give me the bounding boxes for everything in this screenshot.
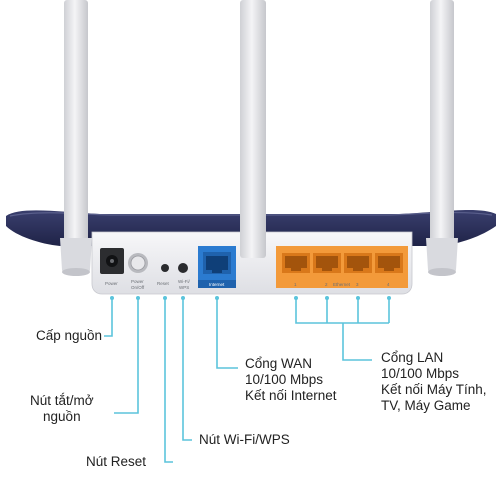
antenna-right	[426, 0, 458, 276]
label-lan-4: 4	[387, 282, 390, 287]
lan-port-2	[313, 253, 341, 273]
leader-wan	[215, 296, 238, 369]
lan-port-1	[282, 253, 310, 273]
power-switch	[128, 253, 148, 273]
callout-wps: Nút Wi-Fi/WPS	[199, 432, 290, 447]
wps-button	[178, 263, 188, 273]
label-reset: Reset	[157, 281, 170, 286]
lan-ports	[276, 246, 408, 288]
reset-button	[161, 264, 169, 272]
lan-port-4	[375, 253, 403, 273]
label-lan-2: 2	[325, 282, 328, 287]
antenna-left	[60, 0, 92, 276]
antenna-middle	[240, 0, 266, 258]
label-power: Power	[105, 281, 118, 286]
callout-power: Cấp nguồn	[36, 328, 103, 343]
power-jack	[100, 248, 124, 274]
label-lan-3: 3	[356, 282, 359, 287]
leader-lan	[294, 296, 391, 361]
callout-wan: Cổng WAN 10/100 Mbps Kết nối Internet	[245, 356, 337, 403]
lan-port-3	[344, 253, 372, 273]
label-power-onoff-1: Power	[131, 279, 144, 284]
leader-reset	[163, 296, 173, 463]
label-lan-1: 1	[294, 282, 297, 287]
label-internet: Internet	[209, 282, 225, 287]
label-power-onoff-2: On/Off	[131, 285, 145, 290]
label-wifi-wps-1: Wi-Fi/	[178, 279, 190, 284]
leader-power	[104, 296, 114, 337]
label-ethernet: Ethernet	[333, 282, 351, 287]
internet-port	[198, 246, 236, 288]
leader-power-switch	[114, 296, 140, 414]
leader-wps	[181, 296, 192, 441]
callout-reset: Nút Reset	[86, 454, 147, 469]
callout-power-switch: Nút tắt/mở nguồn	[30, 393, 94, 424]
label-wifi-wps-2: WPS	[179, 285, 189, 290]
callout-lan: Cổng LAN 10/100 Mbps Kết nối Máy Tính, T…	[381, 350, 487, 413]
